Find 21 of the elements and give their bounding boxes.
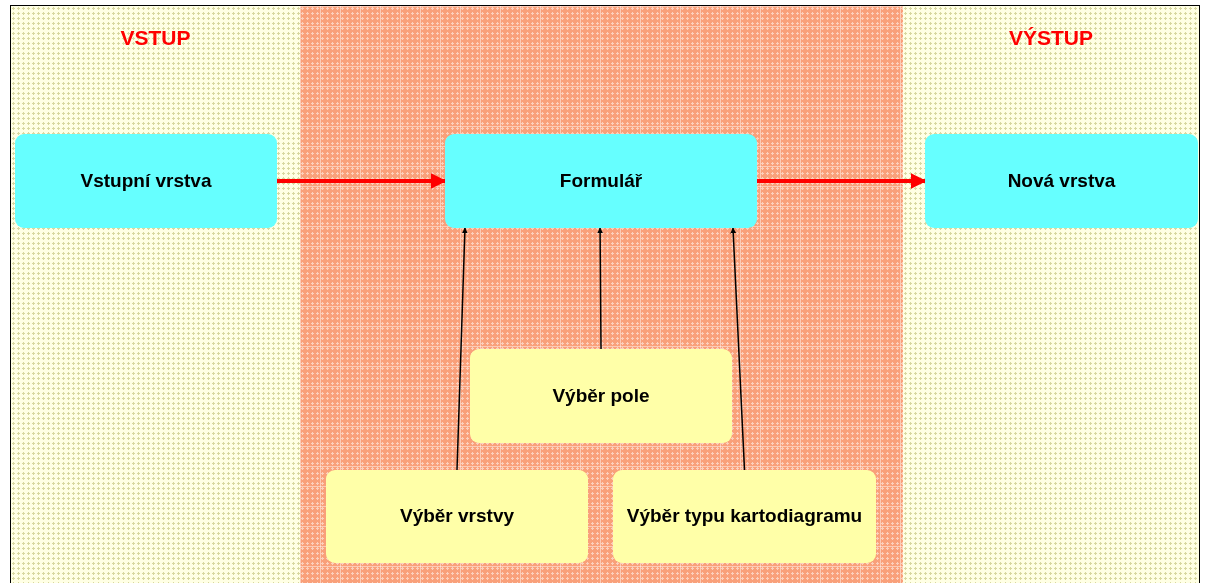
box-label: Výběr pole xyxy=(551,383,651,408)
input-column xyxy=(11,6,300,583)
arrow xyxy=(597,227,604,350)
option-box xyxy=(326,470,588,563)
process-box xyxy=(15,134,277,228)
box-label: Vstupní vrstva xyxy=(79,168,213,193)
process-box xyxy=(925,134,1198,228)
arrow xyxy=(456,227,468,471)
process-box xyxy=(445,134,757,228)
arrow xyxy=(277,173,447,189)
box-label: Nová vrstva xyxy=(1006,168,1117,193)
box-label: Výběr vrstvy xyxy=(398,504,516,529)
box-label: Výběr typu kartodiagramu xyxy=(625,504,864,529)
tool-column xyxy=(300,6,903,583)
option-box xyxy=(613,470,876,563)
arrow xyxy=(757,173,927,189)
column-heading: VSTUP xyxy=(119,26,192,50)
output-column xyxy=(903,6,1199,583)
box-label: Formulář xyxy=(558,168,644,193)
column-heading: VÝSTUP xyxy=(1008,26,1094,50)
option-box xyxy=(470,349,732,443)
